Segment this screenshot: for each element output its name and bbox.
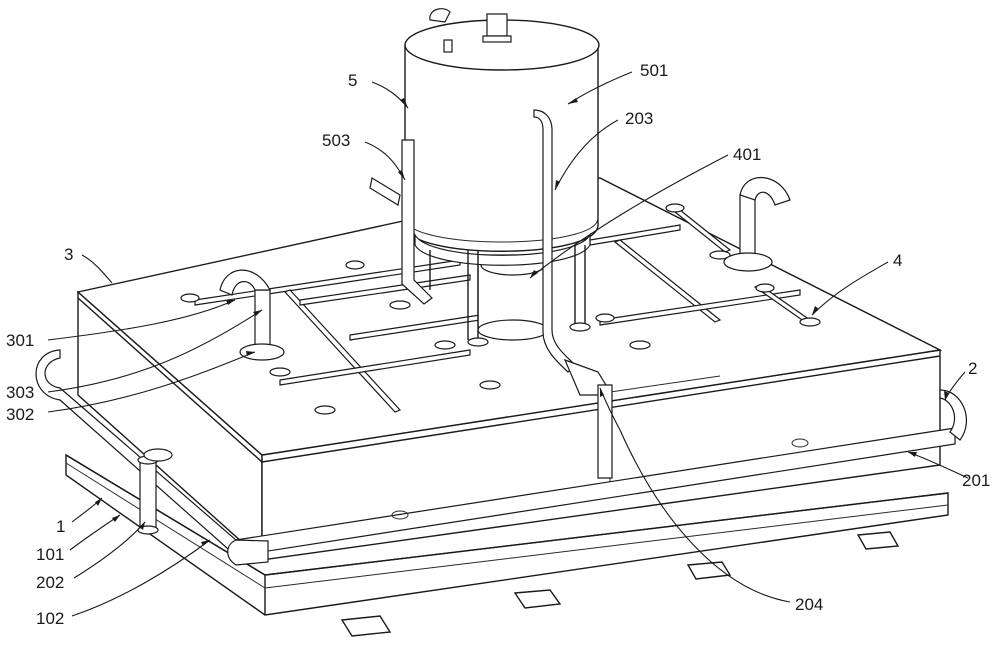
label-2: 2	[968, 359, 977, 378]
label-102: 102	[36, 609, 64, 628]
base-feet	[340, 531, 900, 637]
label-503: 503	[322, 131, 350, 150]
leader-lines	[47, 71, 969, 617]
label-3: 3	[64, 245, 73, 264]
label-5: 5	[348, 71, 357, 90]
body-fasteners	[391, 438, 809, 520]
label-101: 101	[36, 545, 64, 564]
label-401: 401	[733, 145, 761, 164]
pump-unit	[477, 254, 549, 341]
leader-arrowheads	[95, 98, 949, 546]
label-1: 1	[56, 517, 65, 536]
label-201: 201	[962, 471, 990, 490]
elbow-inlet-left	[219, 269, 285, 361]
label-303: 303	[6, 383, 34, 402]
label-202: 202	[36, 573, 64, 592]
label-203: 203	[625, 109, 653, 128]
circulation-pipe	[35, 349, 967, 566]
aeration-pipe-grid	[180, 203, 821, 415]
label-501: 501	[640, 61, 668, 80]
label-302: 302	[6, 405, 34, 424]
label-301: 301	[6, 331, 34, 350]
label-204: 204	[795, 595, 823, 614]
reference-labels: 5 501 503 203 401 3 4 301 303 302 2 201 …	[6, 61, 990, 628]
side-pipe-left	[369, 139, 433, 305]
base-frame	[65, 453, 949, 616]
label-4: 4	[893, 251, 902, 270]
elbow-inlet-right	[723, 177, 791, 272]
